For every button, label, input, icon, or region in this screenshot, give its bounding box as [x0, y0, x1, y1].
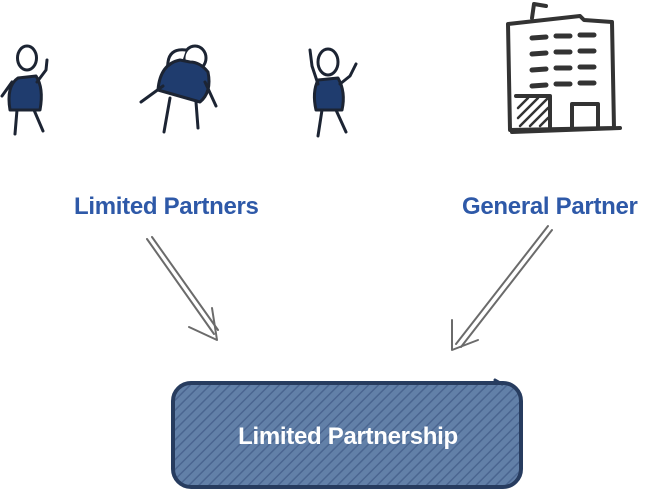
limited-partnership-label: Limited Partnership: [238, 423, 458, 450]
arrow-icon: [451, 225, 553, 351]
arrow-icon: [146, 236, 219, 341]
stick-figure-icon: [139, 44, 218, 134]
limited-partners-label: Limited Partners: [74, 193, 259, 220]
stick-figure-icon: [308, 47, 358, 138]
limited-partnership-box: [171, 378, 523, 489]
stick-figure-icon: [0, 44, 49, 136]
building-icon: [506, 2, 622, 134]
general-partner-label: General Partner: [462, 193, 638, 220]
